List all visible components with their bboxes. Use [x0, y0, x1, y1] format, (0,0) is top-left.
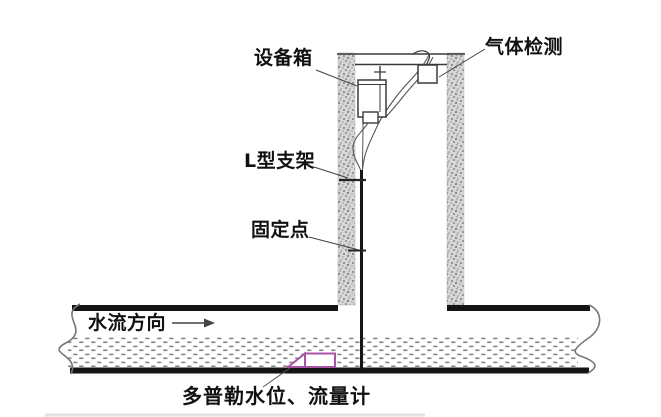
- label-l-bracket: L型支架: [244, 150, 316, 172]
- doppler-sensor-drawing: [285, 351, 336, 368]
- shaft-right-wall: [446, 52, 465, 306]
- equipment-box-connector: [362, 111, 379, 124]
- pipe-break-right: [574, 304, 601, 374]
- label-fixed-point: 固定点: [251, 219, 310, 241]
- gas-detector-body: [417, 64, 438, 84]
- label-gas-detection: 气体检测: [485, 36, 564, 58]
- leader-doppler-sensor: [262, 367, 291, 388]
- leader-gas-detection: [438, 48, 486, 78]
- leader-equipment-box: [315, 69, 358, 87]
- bottom-crop-artifact: [45, 413, 425, 417]
- drop-cable: [362, 122, 364, 171]
- leader-l-bracket: [313, 166, 349, 179]
- gas-detector-drawing: [412, 50, 438, 84]
- label-equipment-box: 设备箱: [254, 47, 313, 69]
- flow-arrow: [172, 318, 215, 328]
- label-flow-direction: 水流方向: [88, 312, 167, 334]
- gas-detector-hook: [412, 50, 431, 67]
- pipe-break-left: [58, 303, 81, 375]
- doppler-sensor-body: [304, 352, 336, 368]
- label-doppler-sensor: 多普勒水位、流量计: [182, 384, 371, 408]
- equipment-box-drawing: [357, 66, 387, 124]
- leader-fixed-point: [308, 236, 360, 251]
